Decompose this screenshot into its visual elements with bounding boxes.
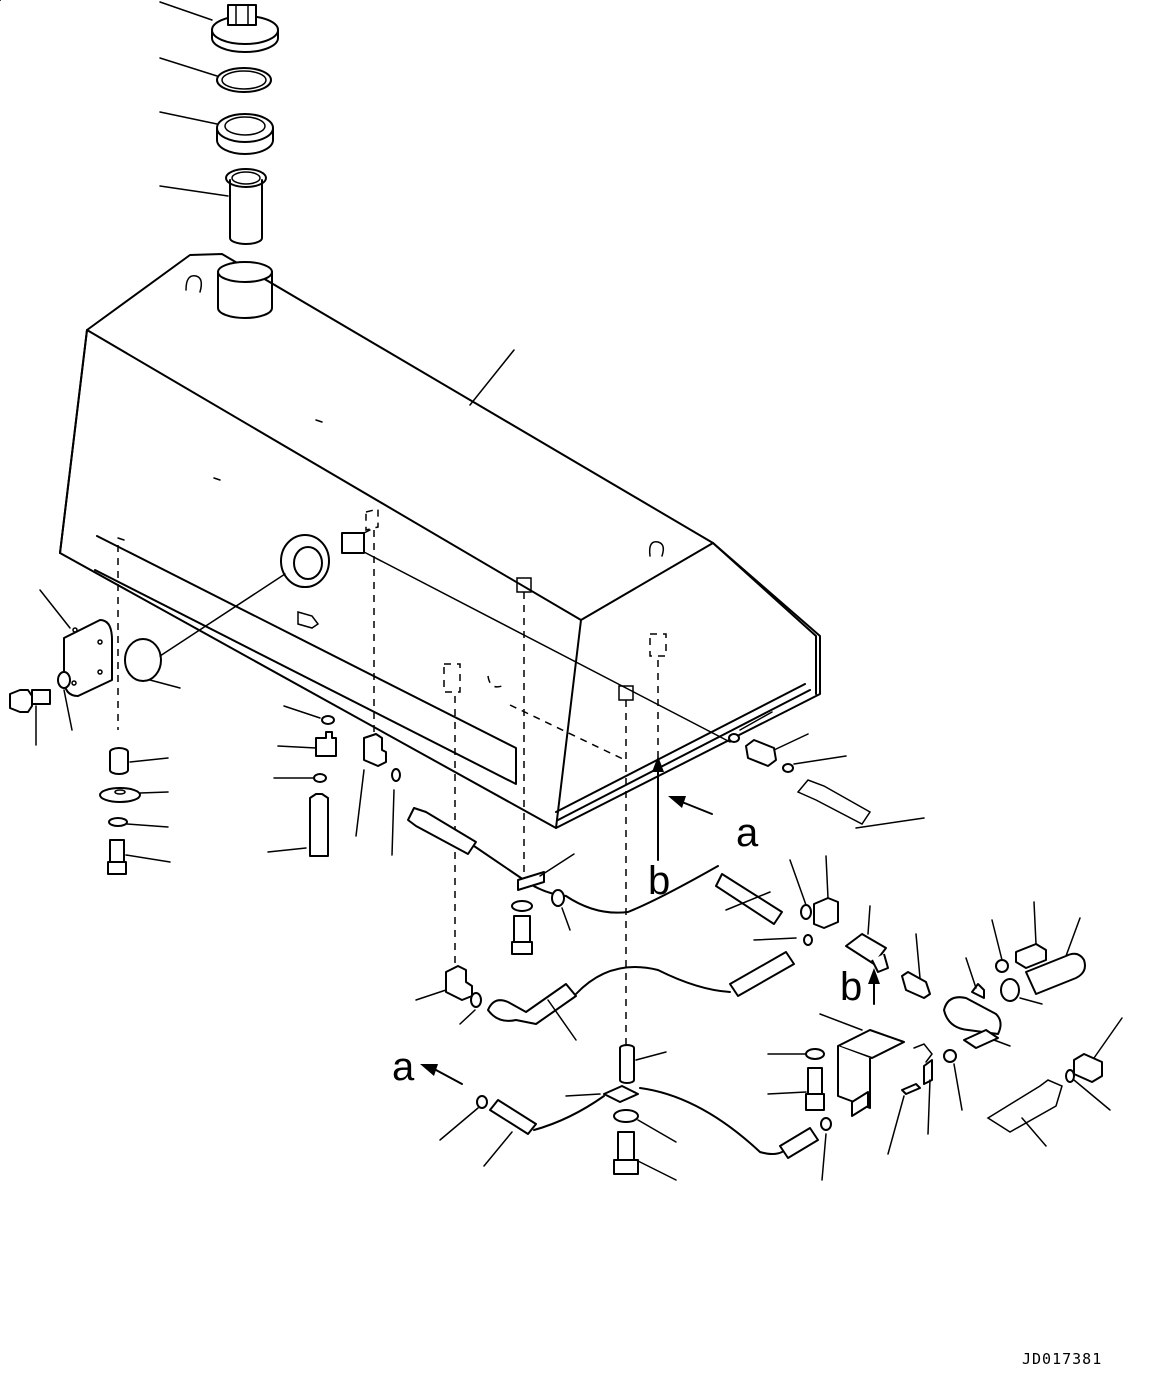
view-arrow-b-right [868, 968, 880, 1005]
fitting-right-upper [728, 711, 847, 773]
strainer [159, 168, 267, 245]
filler-cap [159, 1, 279, 53]
mount-parts [99, 747, 171, 875]
hose-clamp-upper [511, 853, 575, 955]
elbow-fitting-lower [415, 965, 482, 1025]
view-arrow-a-right [668, 796, 713, 815]
return-hose [439, 1087, 832, 1181]
view-label-b-center: b [648, 859, 670, 903]
drawing-code: JD017381 [1022, 1350, 1102, 1368]
elbow-fitting-upper [355, 733, 401, 856]
valve-assembly [845, 901, 1086, 1111]
cap-gasket [159, 57, 272, 93]
hose-upper [0, 0, 783, 925]
cover-gasket [124, 573, 286, 689]
location-markers [117, 508, 731, 1045]
fitting-right-lower [986, 1017, 1123, 1147]
hose-clamp-lower [565, 1085, 677, 1181]
view-label-a-left: a [392, 1045, 415, 1089]
tee-fitting [789, 855, 839, 946]
view-arrow-a-left [420, 1064, 463, 1085]
fuel-tank-body [59, 253, 821, 829]
cover-bolt [9, 671, 73, 746]
view-arrow-b-center [652, 756, 664, 861]
view-label-b-right: b [840, 965, 862, 1009]
hose-lower [487, 891, 797, 1041]
cover-plate [39, 589, 113, 697]
mounting-bracket [767, 1013, 933, 1155]
drain-fittings [267, 705, 337, 857]
spacer [619, 1044, 667, 1084]
view-label-a-right: a [736, 811, 759, 855]
filler-neck-ring [159, 111, 274, 155]
hose-right-ghost [796, 779, 925, 829]
